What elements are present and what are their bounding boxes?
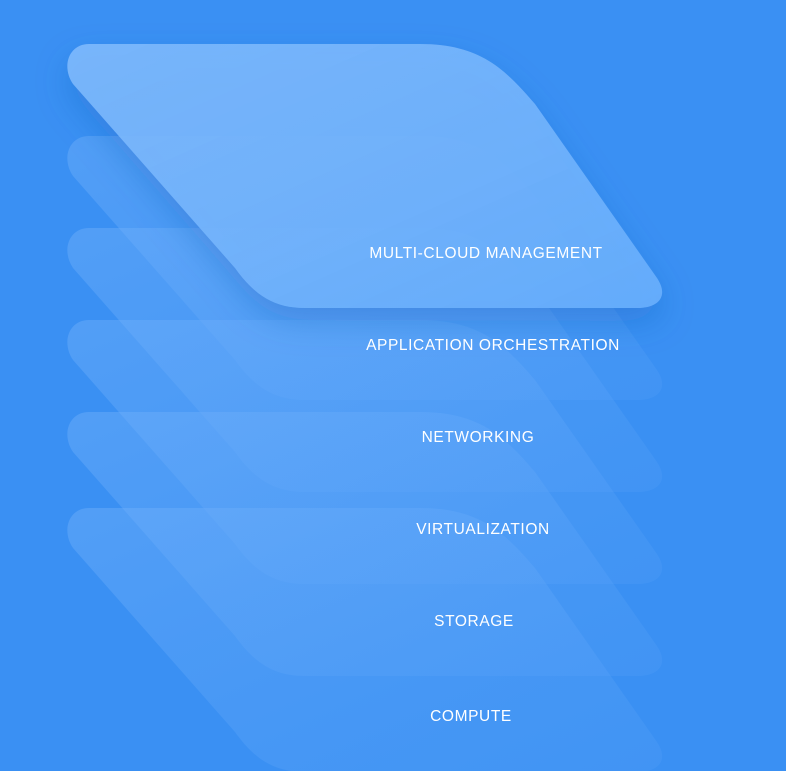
- layer-shape-0: [67, 44, 663, 308]
- layer-label-compute: COMPUTE: [430, 708, 512, 725]
- layer-label-multi-cloud-management: MULTI-CLOUD MANAGEMENT: [369, 245, 603, 262]
- layer-label-storage: STORAGE: [434, 613, 514, 630]
- layer-label-virtualization: VIRTUALIZATION: [416, 521, 550, 538]
- layer-label-networking: NETWORKING: [421, 429, 535, 446]
- layer-label-application-orchestration: APPLICATION ORCHESTRATION: [366, 337, 620, 354]
